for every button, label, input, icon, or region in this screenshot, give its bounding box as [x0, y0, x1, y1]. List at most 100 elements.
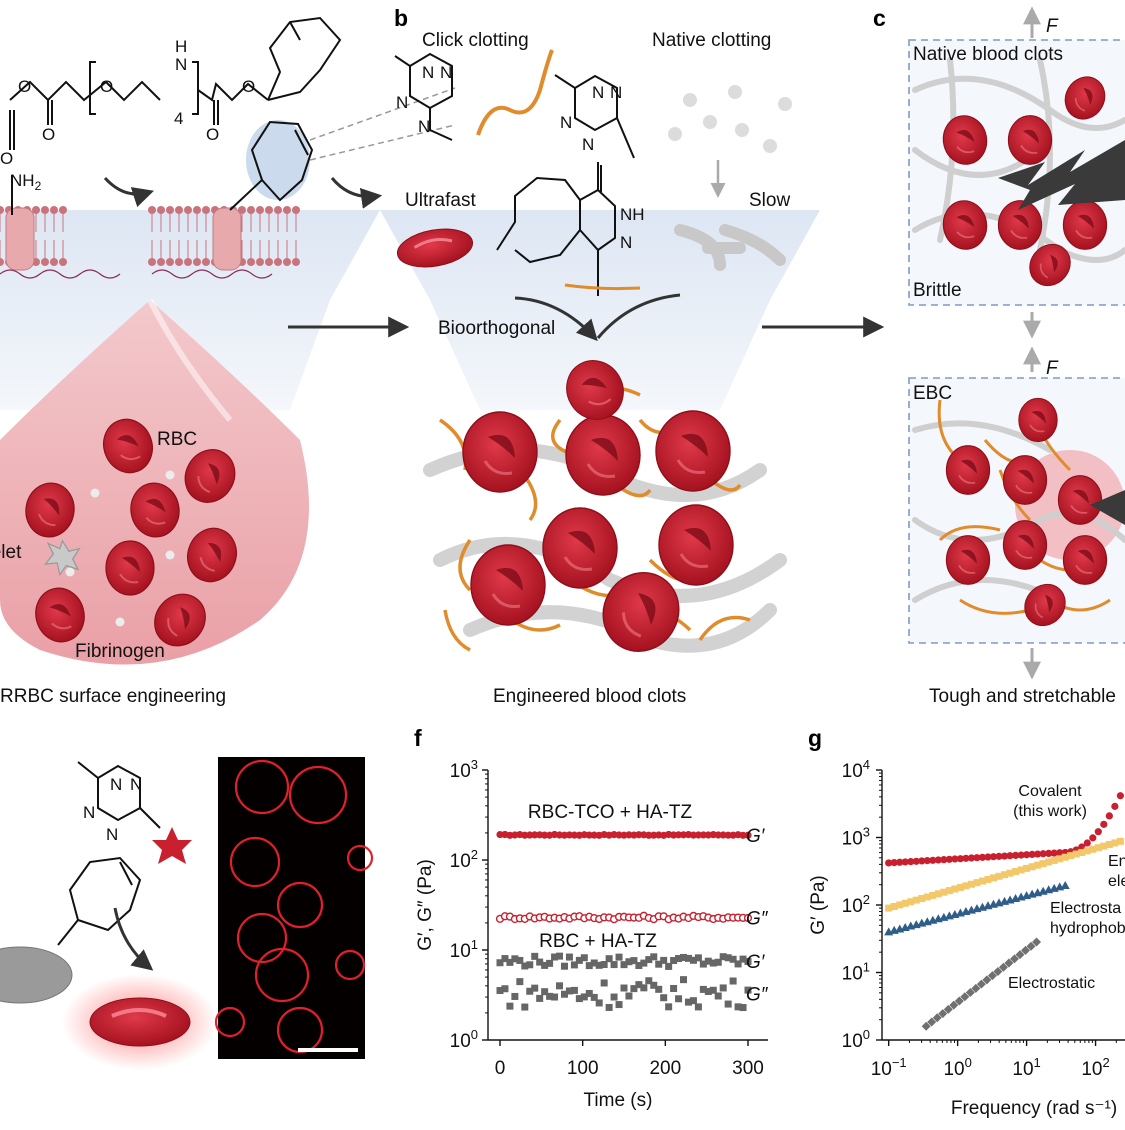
annotation-rbc-tco: RBC-TCO + HA-TZ — [528, 802, 693, 823]
data-point — [934, 890, 942, 898]
rbc-icon — [469, 543, 547, 627]
data-point — [896, 858, 904, 866]
data-point — [551, 953, 559, 961]
data-point — [645, 956, 653, 964]
y-tick-label: 103 — [450, 757, 478, 782]
polymer-strand — [476, 49, 554, 136]
data-point — [665, 1003, 673, 1011]
data-point — [560, 962, 568, 970]
data-point — [962, 854, 970, 862]
x-tick-label: 0 — [495, 1058, 506, 1079]
data-point — [655, 960, 663, 968]
data-point — [655, 985, 663, 993]
panel-label-c: c — [873, 5, 886, 31]
membrane-protein-left — [5, 207, 35, 271]
data-point — [670, 984, 678, 992]
data-point — [912, 896, 920, 904]
data-point — [995, 852, 1003, 860]
data-point — [531, 984, 539, 992]
micrograph-cells — [214, 759, 374, 1054]
data-point — [956, 855, 964, 863]
data-point — [501, 955, 509, 963]
data-point — [973, 854, 981, 862]
svg-text:O: O — [206, 125, 219, 144]
fluorescent-rbc — [89, 997, 191, 1047]
x-tick-label: 100 — [567, 1058, 599, 1079]
y-axis-label: G′, G″ (Pa) — [415, 859, 436, 951]
data-point — [565, 987, 573, 995]
svg-text:N: N — [560, 113, 572, 132]
data-point — [600, 979, 608, 987]
rbc-icon — [541, 506, 619, 590]
data-point — [580, 954, 588, 962]
data-point — [521, 962, 529, 970]
data-point — [739, 955, 747, 963]
data-point — [630, 985, 638, 993]
series-label: G′ — [746, 826, 766, 847]
data-point — [929, 891, 937, 899]
data-point — [724, 954, 732, 962]
annotation-rbc: RBC + HA-TZ — [539, 931, 657, 952]
data-point — [610, 993, 618, 1001]
data-point — [734, 960, 742, 968]
data-point — [496, 830, 504, 839]
arrow-a1 — [103, 176, 155, 208]
panel-e: N N N N — [0, 757, 374, 1070]
data-point — [956, 883, 964, 891]
data-point — [989, 853, 998, 861]
x-tick-label: 10−1 — [871, 1055, 907, 1080]
data-point — [620, 984, 628, 992]
arrow-a2 — [330, 177, 383, 209]
data-point — [1039, 860, 1047, 868]
data-point — [923, 857, 931, 865]
y-tick-label: 100 — [842, 1027, 870, 1052]
panel-b: b Click clotting Native clotting N N N N… — [309, 5, 820, 707]
native-clotting-label: Native clotting — [652, 30, 771, 51]
rbc-icon — [1017, 397, 1058, 443]
data-point — [704, 987, 712, 995]
data-point — [739, 1004, 747, 1012]
zoom-cone-b — [380, 210, 820, 410]
data-point — [590, 959, 598, 967]
rbc-icon — [657, 503, 735, 587]
data-point — [1000, 852, 1009, 860]
svg-text:N: N — [106, 825, 118, 844]
data-point — [665, 962, 673, 970]
data-point — [1015, 950, 1025, 960]
data-point — [585, 962, 593, 970]
data-point — [729, 955, 737, 963]
tetrazine-b1 — [394, 52, 453, 141]
data-point — [521, 1003, 529, 1011]
data-point — [907, 858, 915, 866]
data-point — [546, 959, 554, 967]
data-point — [615, 1001, 623, 1009]
rbc-icon — [1002, 519, 1048, 571]
data-point — [531, 952, 539, 960]
data-point — [1089, 845, 1097, 853]
rbc-label: RBC — [157, 429, 197, 450]
rbc-icon — [105, 540, 155, 596]
svg-text:H: H — [175, 37, 187, 56]
series-label: Electrostatic — [1008, 975, 1095, 992]
ebc-cells — [912, 397, 1125, 635]
data-point — [1006, 852, 1014, 860]
data-point — [625, 958, 633, 966]
x-tick-label: 200 — [649, 1058, 681, 1079]
svg-text:N: N — [610, 83, 622, 102]
data-point — [1094, 828, 1102, 836]
svg-text:N: N — [620, 233, 632, 252]
fluorophore-star-icon — [152, 827, 192, 864]
data-point — [976, 979, 986, 989]
svg-text:N: N — [396, 93, 408, 112]
grey-cell — [0, 946, 73, 1004]
micrograph-cell — [214, 1006, 246, 1038]
droplet-cells — [20, 411, 246, 658]
data-point — [496, 959, 504, 967]
data-point — [605, 1003, 613, 1011]
data-point — [1011, 851, 1020, 859]
data-point — [541, 988, 549, 996]
data-point — [927, 1017, 937, 1027]
x-tick-label: 101 — [1012, 1055, 1040, 1080]
